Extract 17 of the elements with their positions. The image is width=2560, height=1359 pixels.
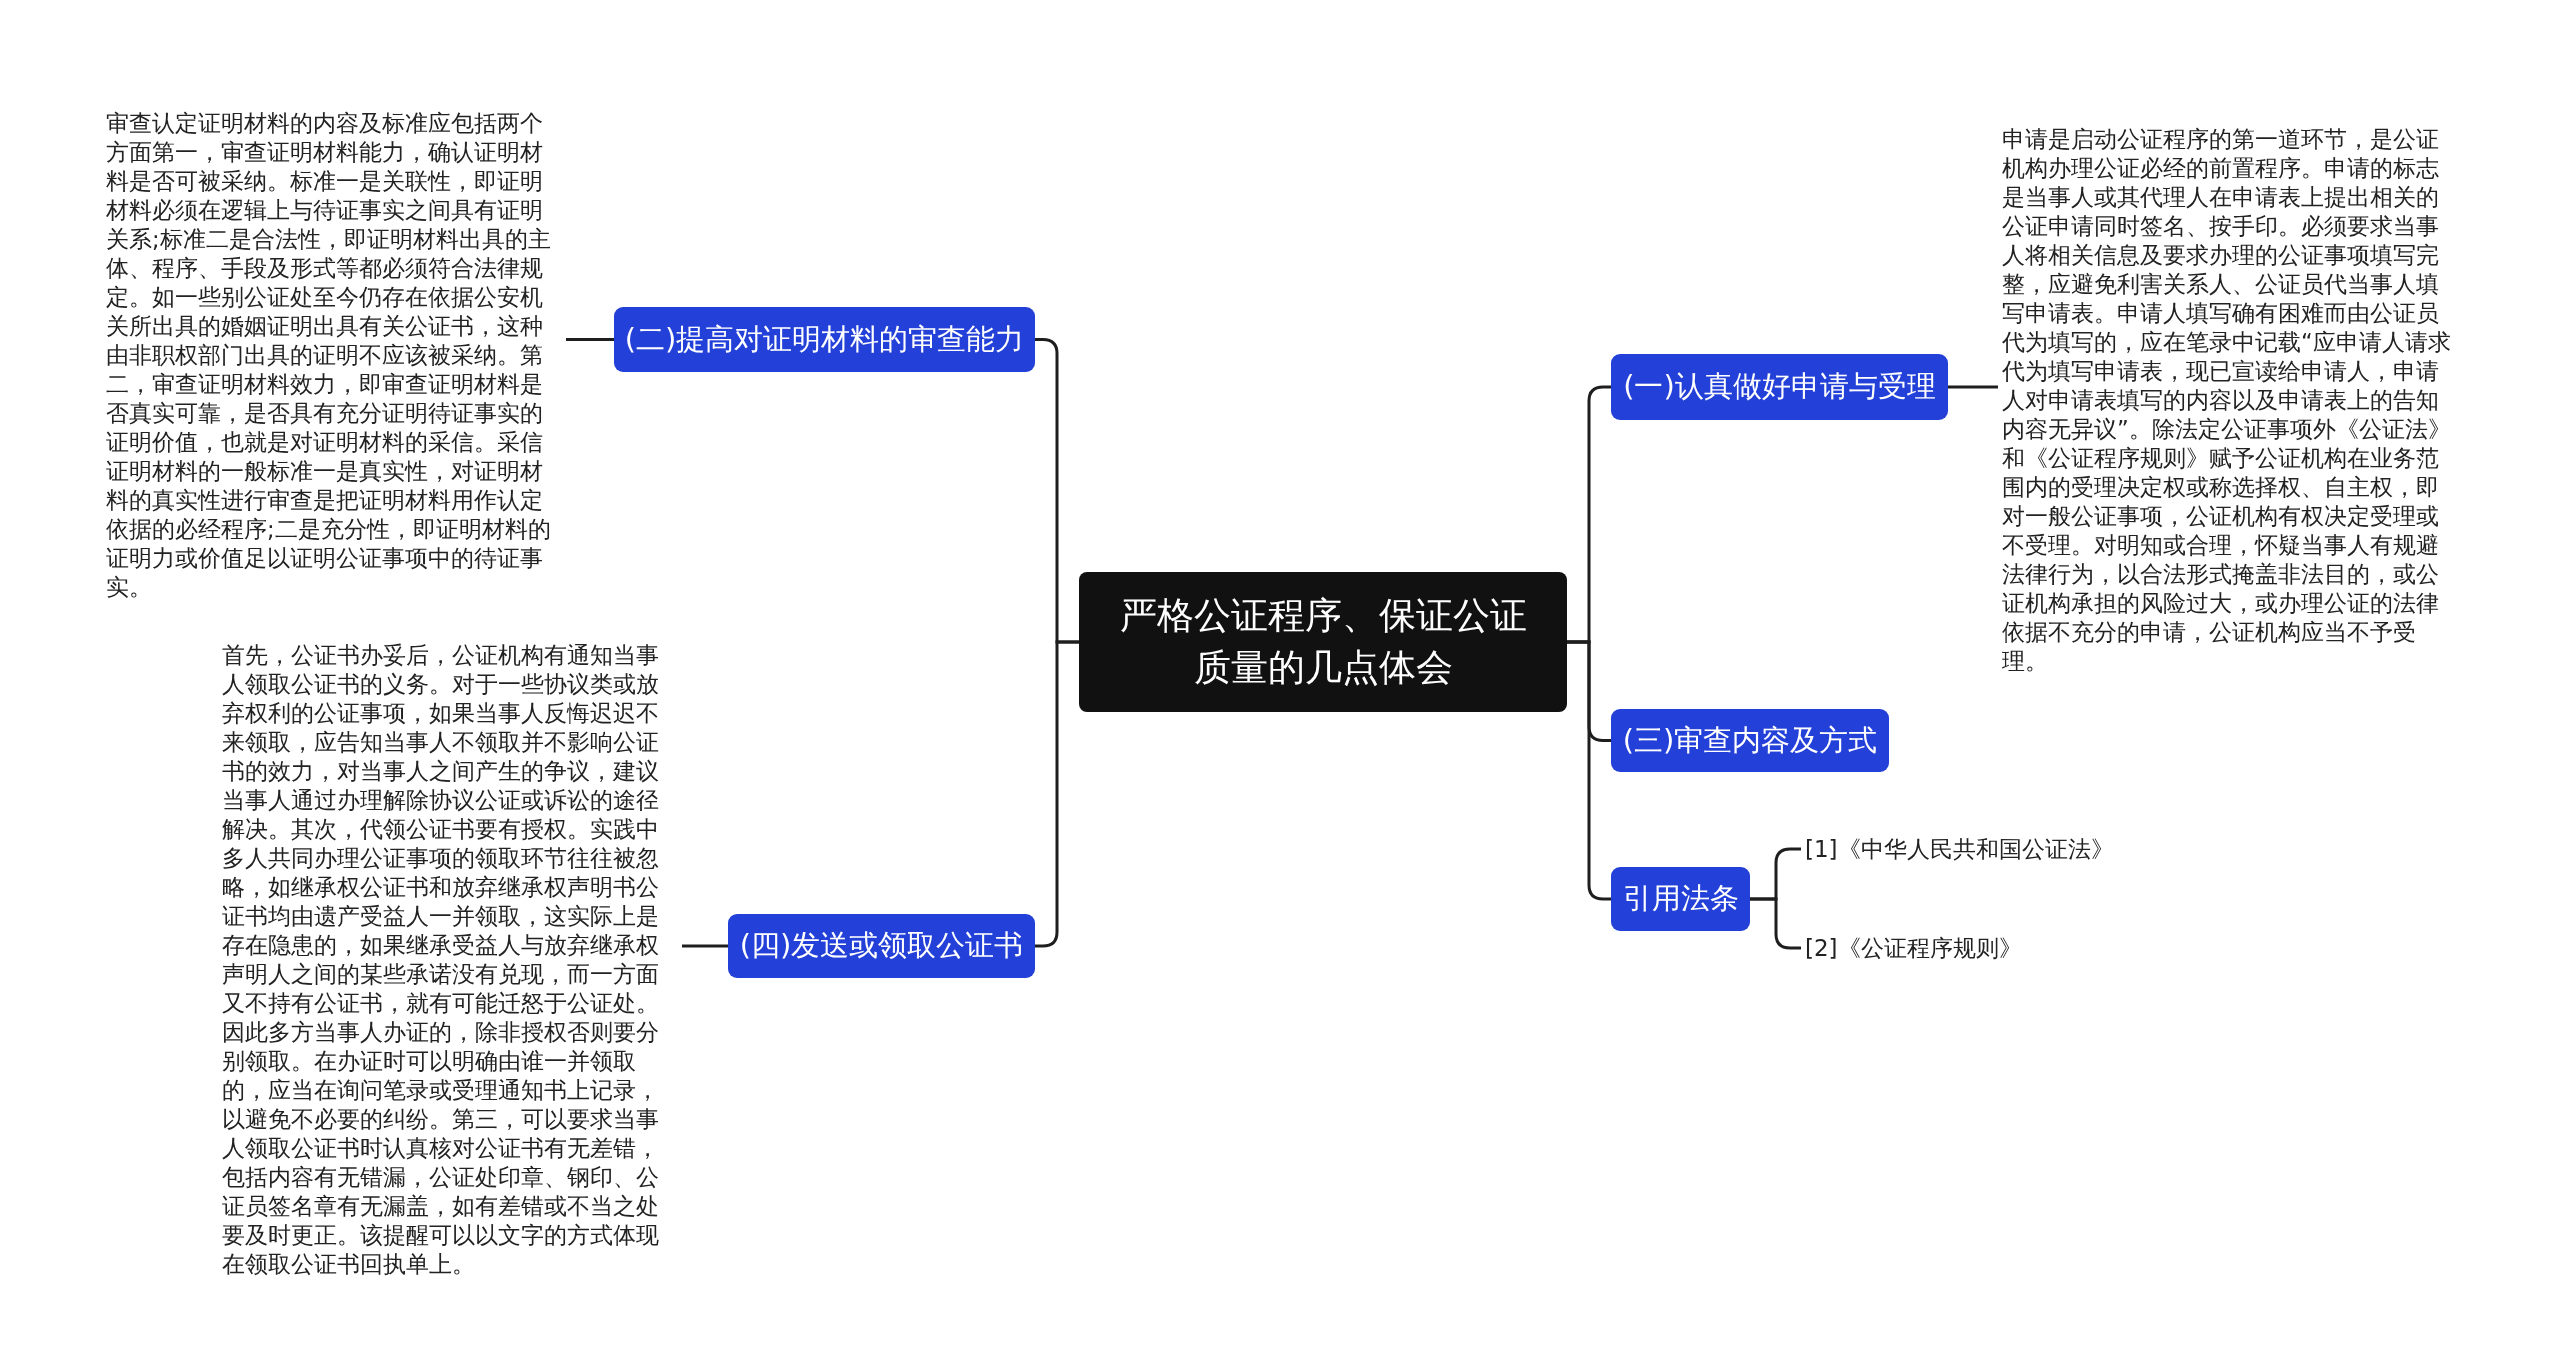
- topic-box: (一)认真做好申请与受理: [1611, 354, 1948, 420]
- connector-line: [1948, 385, 1998, 389]
- topic-box: (四)发送或领取公证书: [728, 914, 1035, 978]
- connector-line: [682, 944, 728, 948]
- connector-line: [566, 338, 614, 341]
- topic-box: (三)审查内容及方式: [1611, 709, 1889, 772]
- note-text: 申请是启动公证程序的第一道环节，是公证机构办理公证必经的前置程序。申请的标志是当事人或其代理人在申请表上提出相关的公证申请同时签名、按手印。必须要求当事人将相关信息及要求办理的公证事项填写完整，应避免利害关系人、公证员代当事人填写申请表。申请人填写确有困难而由公证员代为填写的，应在笔录中记载“应申请人请求代为填写申请表，现已宣读给申请人，申请人对申请表填写的内容以及申请表上的告知内容无异议”。除法定公证事项外《公证法》和《公证程序规则》赋予公证机构在业务范围内的受理决定权或称选择权、自主权，即对一般公证事项，公证机构有权决定受理或不受理。对明知或合理，怀疑当事人有规避法律行为，以合法形式掩盖非法目的，或公证机构承担的风险过大，或办理公证的法律依据不充分的申请，公证机构应当不予受理。: [2002, 125, 2458, 676]
- citation-text: [1]《中华人民共和国公证法》: [1805, 834, 2225, 864]
- connector-line: [1567, 640, 1611, 901]
- connector-line: [1035, 640, 1079, 948]
- connector-line: [1750, 897, 1801, 950]
- topic-box: (二)提高对证明材料的审查能力: [614, 307, 1035, 372]
- note-text: 审查认定证明材料的内容及标准应包括两个方面第一，审查证明材料能力，确认证明材料是否可被采纳。标准一是关联性，即证明材料必须在逻辑上与待证事实之间具有证明关系;标准二是合法性，即证明材料出具的主体、程序、手段及形式等都必须符合法律规定。如一些别公证处至今仍存在依据公安机关所出具的婚姻证明出具有关公证书，这种由非职权部门出具的证明不应该被采纳。第二，审查证明材料效力，即审查证明材料是否真实可靠，是否具有充分证明待证事实的证明价值，也就是对证明材料的采信。采信证明材料的一般标准一是真实性，对证明材料的真实性进行审查是把证明材料用作认定依据的必经程序;二是充分性，即证明材料的证明力或价值足以证明公证事项中的待证事实。: [106, 109, 562, 602]
- topic-box: 引用法条: [1611, 867, 1750, 931]
- note-text: 首先，公证书办妥后，公证机构有通知当事人领取公证书的义务。对于一些协议类或放弃权利的公证事项，如果当事人反悔迟迟不来领取，应告知当事人不领取并不影响公证书的效力，对当事人之间产生的争议，建议当事人通过办理解除协议公证或诉讼的途径解决。其次，代领公证书要有授权。实践中多人共同办理公证事项的领取环节往往被忽略，如继承权公证书和放弃继承权声明书公证书均由遗产受益人一并领取，这实际上是存在隐患的，如果继承受益人与放弃继承权声明人之间的某些承诺没有兑现，而一方面又不持有公证书，就有可能迁怒于公证处。因此多方当事人办证的，除非授权否则要分别领取。在办证时可以明确由谁一并领取的，应当在询问笔录或受理通知书上记录，以避免不必要的纠纷。第三，可以要求当事人领取公证书时认真核对公证书有无差错，包括内容有无错漏，公证处印章、钢印、公证员签名章有无漏盖，如有差错或不当之处要及时更正。该提醒可以以文字的方式体现在领取公证书回执单上。: [222, 641, 678, 1279]
- citation-text: [2]《公证程序规则》: [1805, 933, 2125, 963]
- central-topic-box: 严格公证程序、保证公证质量的几点体会: [1079, 572, 1567, 712]
